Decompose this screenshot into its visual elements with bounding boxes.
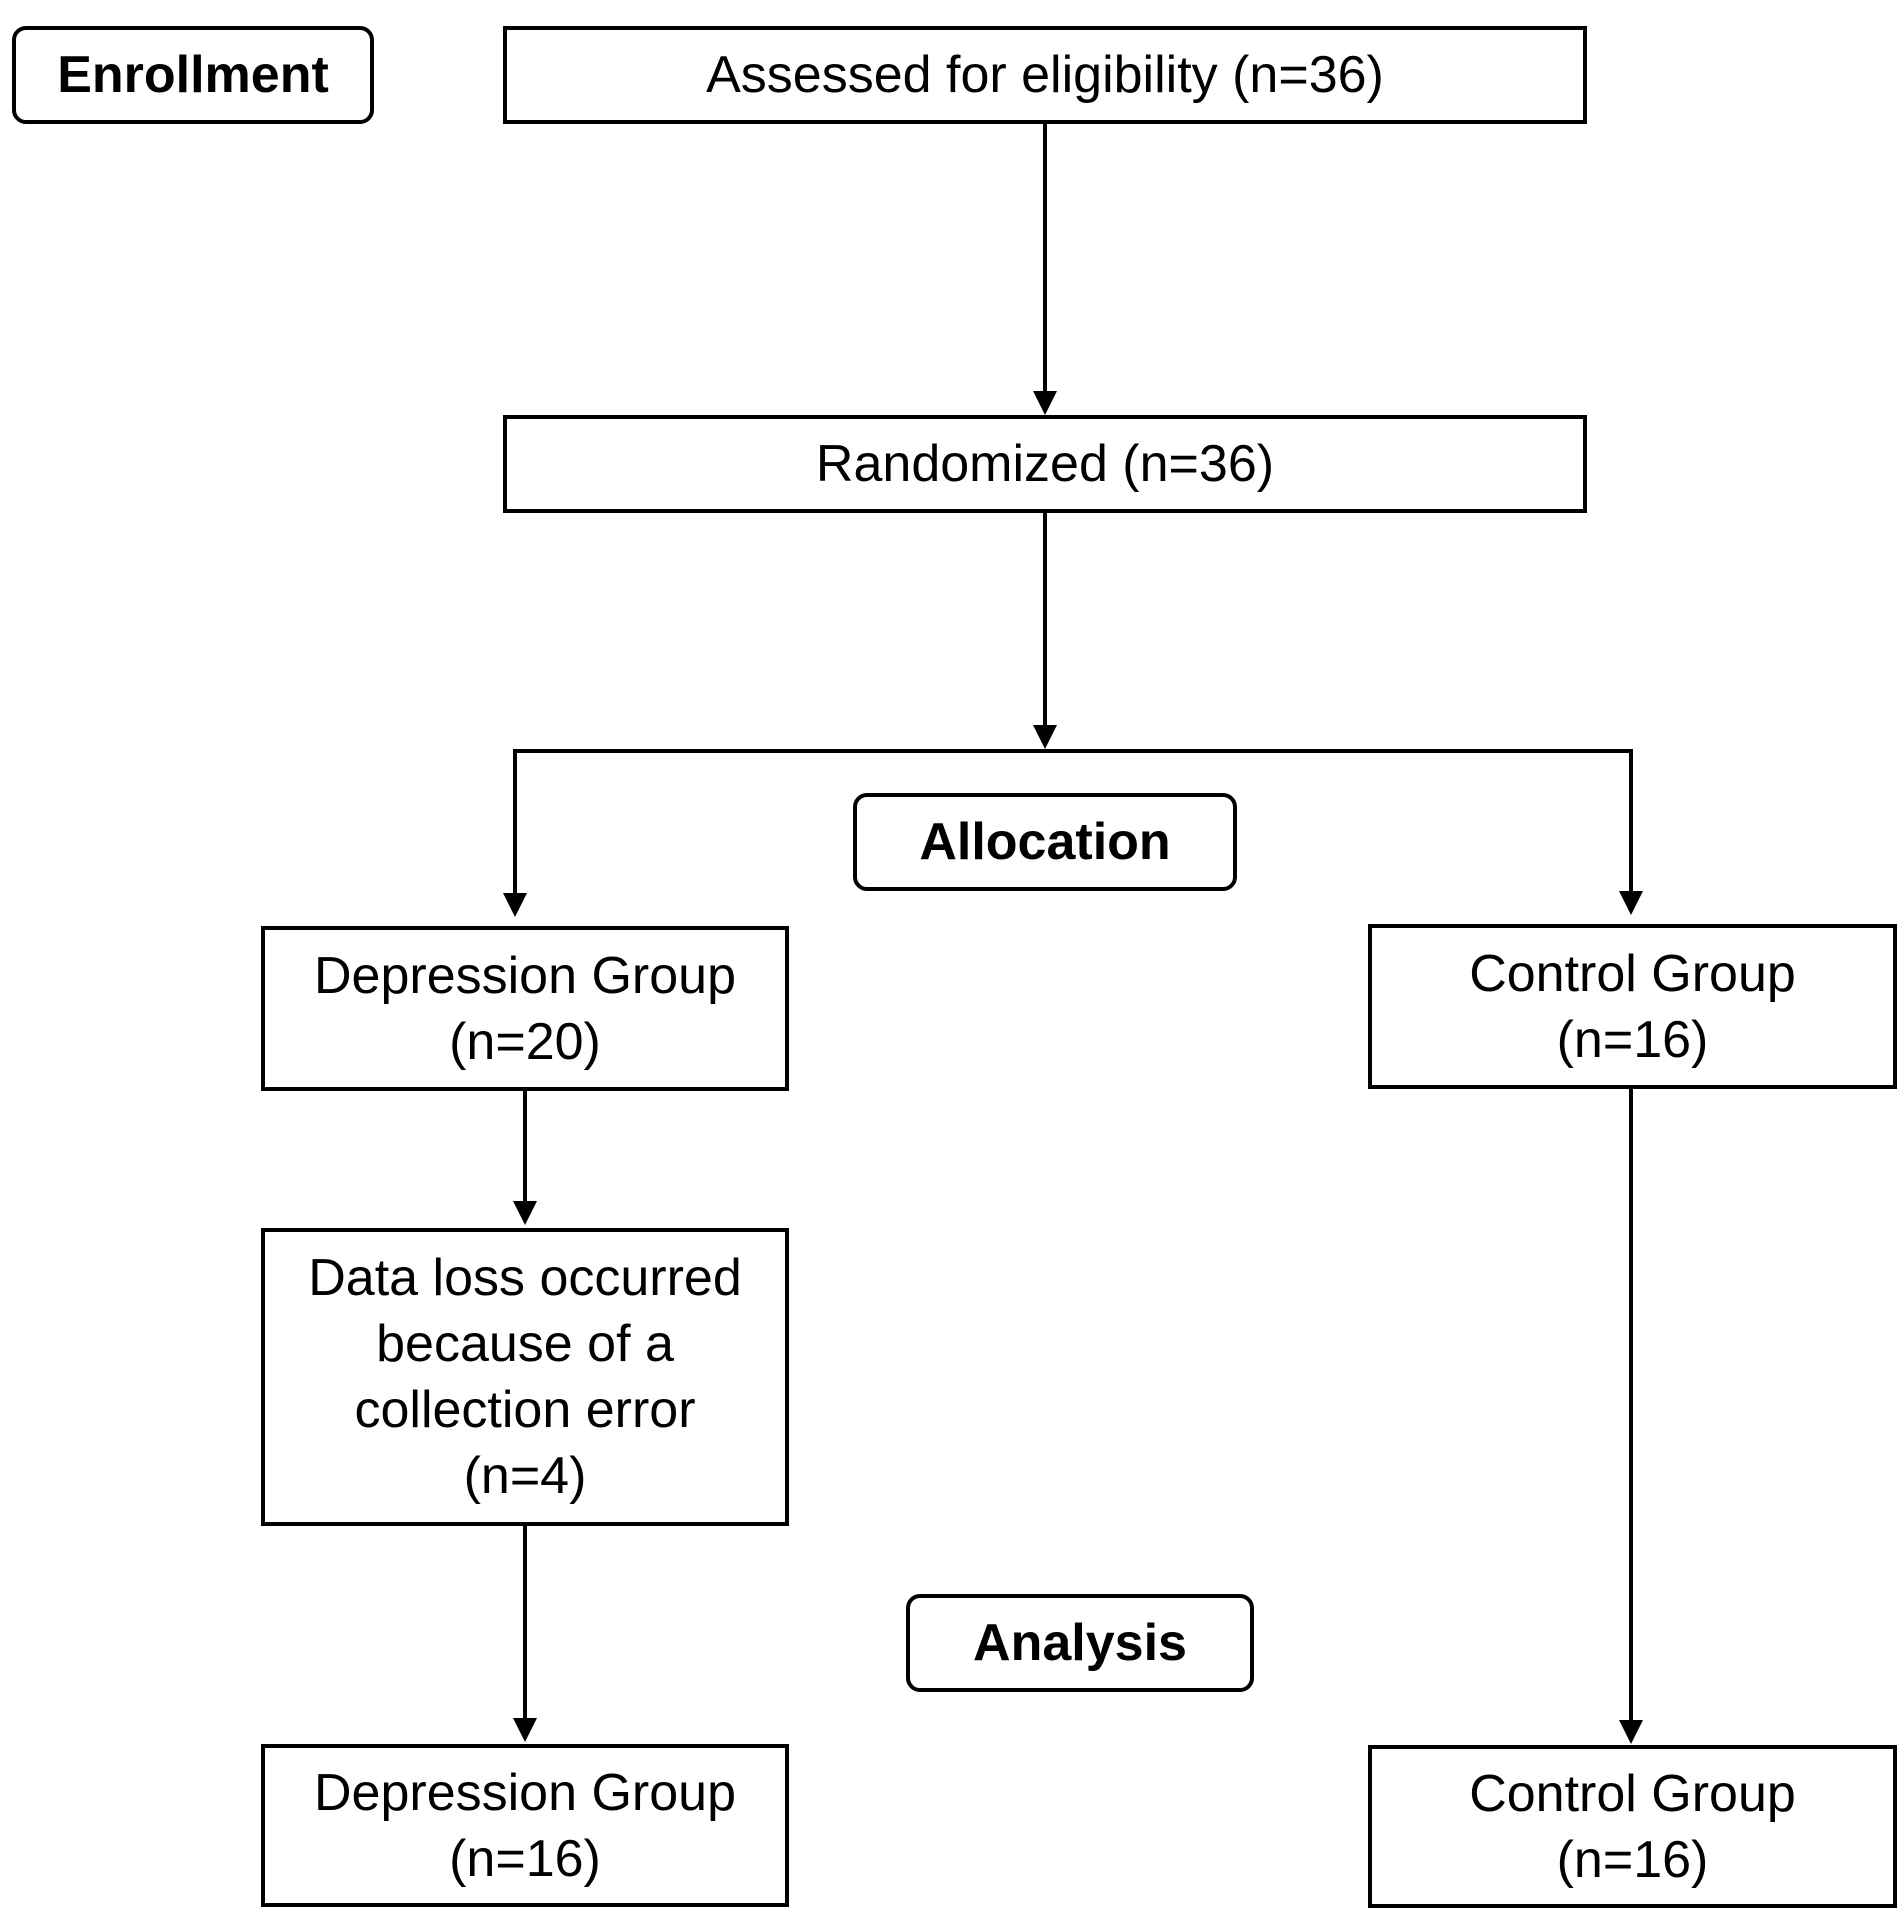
box-depression-group-allocated: Depression Group (n=20) bbox=[261, 926, 789, 1091]
stage-label-allocation: Allocation bbox=[853, 793, 1237, 891]
box-control-group-analysis: Control Group (n=16) bbox=[1368, 1745, 1897, 1908]
box-text: Randomized (n=36) bbox=[815, 435, 1275, 493]
box-assessed-for-eligibility: Assessed for eligibility (n=36) bbox=[503, 26, 1587, 124]
box-depression-group-analysis: Depression Group (n=16) bbox=[261, 1744, 789, 1907]
box-text-line: (n=16) bbox=[449, 1829, 601, 1888]
box-text-line: Data loss occurred bbox=[308, 1249, 742, 1307]
box-text-line: Depression Group bbox=[314, 1763, 736, 1822]
box-text-line: (n=16) bbox=[1556, 1010, 1709, 1069]
box-text-line: Depression Group bbox=[314, 946, 736, 1005]
box-text-line: (n=16) bbox=[1556, 1830, 1709, 1889]
box-data-loss: Data loss occurred because of a collecti… bbox=[261, 1228, 789, 1526]
box-text-line: Control Group bbox=[1469, 944, 1796, 1003]
stage-label-text: Enrollment bbox=[57, 46, 329, 104]
box-control-group-allocated: Control Group (n=16) bbox=[1368, 924, 1897, 1089]
box-text-line: (n=20) bbox=[449, 1012, 601, 1071]
box-randomized: Randomized (n=36) bbox=[503, 415, 1587, 513]
box-text-line: because of a bbox=[376, 1315, 674, 1373]
box-text-line: collection error bbox=[354, 1381, 696, 1439]
stage-label-enrollment: Enrollment bbox=[12, 26, 374, 124]
stage-label-analysis: Analysis bbox=[906, 1594, 1254, 1692]
stage-label-text: Allocation bbox=[919, 813, 1171, 871]
stage-label-text: Analysis bbox=[973, 1614, 1187, 1672]
box-text: Assessed for eligibility (n=36) bbox=[706, 46, 1384, 104]
box-text-line: (n=4) bbox=[463, 1447, 587, 1505]
box-text-line: Control Group bbox=[1469, 1764, 1796, 1823]
